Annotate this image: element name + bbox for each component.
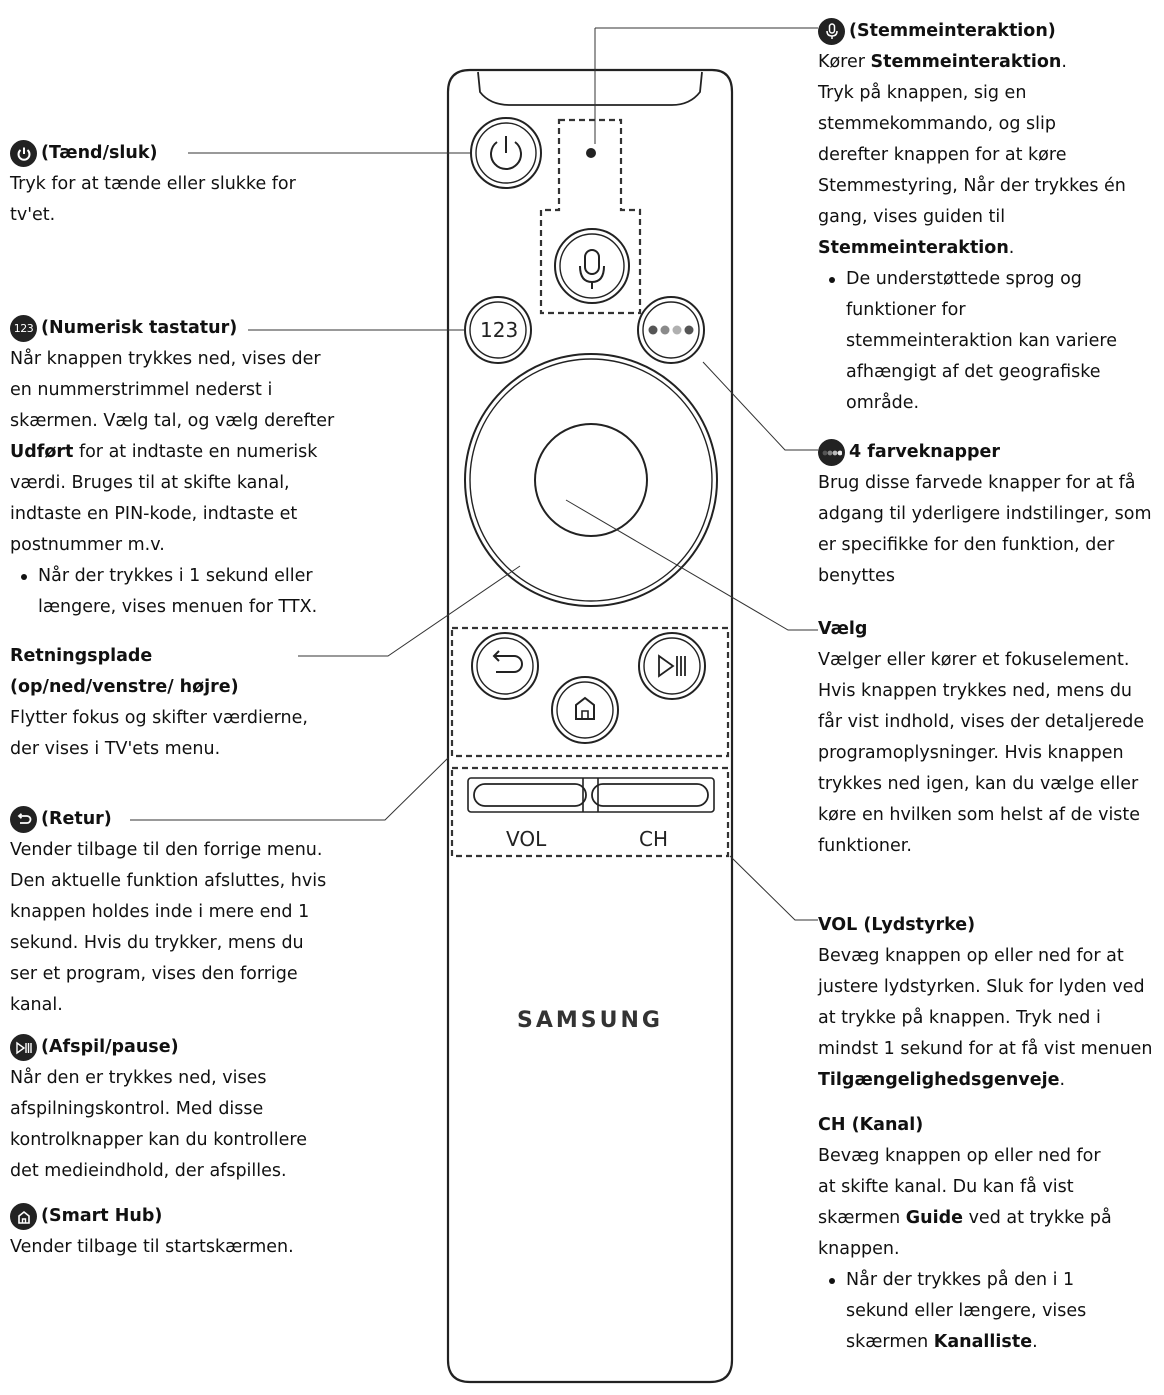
direction-text: Flytter fokus og skifter værdierne, der … xyxy=(10,708,308,759)
vol-desc: VOL (Lydstyrke) Bevæg knappen op eller n… xyxy=(818,910,1158,1096)
colors-desc: 4 farveknapper Brug disse farvede knappe… xyxy=(818,437,1158,592)
smarthub-text: Vender tilbage til startskærmen. xyxy=(10,1237,294,1257)
ch-desc: CH (Kanal) Bevæg knappen op eller ned fo… xyxy=(818,1110,1118,1358)
colors-title: 4 farveknapper xyxy=(849,442,1001,462)
numeric-title: (Numerisk tastatur) xyxy=(41,318,238,338)
return-title: (Retur) xyxy=(41,809,112,829)
select-title: Vælg xyxy=(818,619,868,639)
power-text: Tryk for at tænde eller slukke for tv'et… xyxy=(10,174,296,225)
smarthub-desc: (Smart Hub) Vender tilbage til startskær… xyxy=(10,1201,330,1263)
numeric-icon: 123 xyxy=(10,315,37,342)
play-desc: (Afspil/pause) Når den er trykkes ned, v… xyxy=(10,1032,330,1187)
ch-label: CH xyxy=(639,827,669,851)
vol-text: Bevæg knappen op eller ned for at juster… xyxy=(818,946,1153,1090)
smart-hub-button[interactable] xyxy=(551,676,619,744)
color-button[interactable] xyxy=(637,296,705,364)
return-desc: (Retur) Vender tilbage til den forrige m… xyxy=(10,804,335,1021)
color-buttons-icon xyxy=(818,439,845,466)
vol-label: VOL xyxy=(506,827,547,851)
smarthub-title: (Smart Hub) xyxy=(41,1206,163,1226)
voice-button[interactable] xyxy=(554,228,630,304)
ch-text: Bevæg knappen op eller ned for at skifte… xyxy=(818,1146,1112,1259)
voice-text: Tryk på knappen, sig en stemmekommando, … xyxy=(818,83,1126,258)
brand-logo: SAMSUNG xyxy=(517,1008,663,1033)
power-title: (Tænd/sluk) xyxy=(41,143,158,163)
vol-title: VOL (Lydstyrke) xyxy=(818,915,976,935)
direction-desc: Retningsplade (op/ned/venstre/ højre) Fl… xyxy=(10,641,310,765)
select-desc: Vælg Vælger eller kører et fokuselement.… xyxy=(818,614,1158,862)
microphone-icon xyxy=(818,18,845,45)
direction-pad[interactable] xyxy=(464,353,718,607)
voice-title: (Stemmeinteraktion) xyxy=(849,21,1056,41)
play-text: Når den er trykkes ned, vises afspilning… xyxy=(10,1068,307,1181)
select-text: Vælger eller kører et fokuselement. Hvis… xyxy=(818,650,1145,856)
play-pause-button[interactable] xyxy=(638,632,706,700)
voice-desc: (Stemmeinteraktion) Kører Stemmeinterakt… xyxy=(818,16,1128,419)
power-icon xyxy=(10,140,37,167)
numeric-desc: 123 (Numerisk tastatur) Når knappen tryk… xyxy=(10,313,340,623)
power-desc: (Tænd/sluk) Tryk for at tænde eller sluk… xyxy=(10,138,340,231)
channel-rocker[interactable] xyxy=(591,783,709,807)
numeric-button-label: 123 xyxy=(480,318,519,342)
voice-bullet: De understøttede sprog og funktioner for… xyxy=(829,264,1128,419)
play-title: (Afspil/pause) xyxy=(41,1037,179,1057)
ch-title: CH (Kanal) xyxy=(818,1115,924,1135)
ch-bullet: Når der trykkes på den i 1 sekund eller … xyxy=(829,1265,1118,1358)
return-icon xyxy=(10,806,37,833)
select-button[interactable] xyxy=(534,423,648,537)
voice-line1: Kører Stemmeinteraktion. xyxy=(818,52,1067,72)
direction-title: Retningsplade (op/ned/venstre/ højre) xyxy=(10,646,239,697)
numeric-text: Når knappen trykkes ned, vises der en nu… xyxy=(10,349,335,555)
numeric-bullet: Når der trykkes i 1 sekund eller længere… xyxy=(21,561,340,623)
return-button[interactable] xyxy=(471,632,539,700)
volume-rocker[interactable] xyxy=(473,783,587,807)
home-icon xyxy=(10,1203,37,1230)
play-pause-icon xyxy=(10,1034,37,1061)
colors-text: Brug disse farvede knapper for at få adg… xyxy=(818,473,1152,586)
return-text: Vender tilbage til den forrige menu. Den… xyxy=(10,840,327,1015)
power-button[interactable] xyxy=(470,117,542,189)
